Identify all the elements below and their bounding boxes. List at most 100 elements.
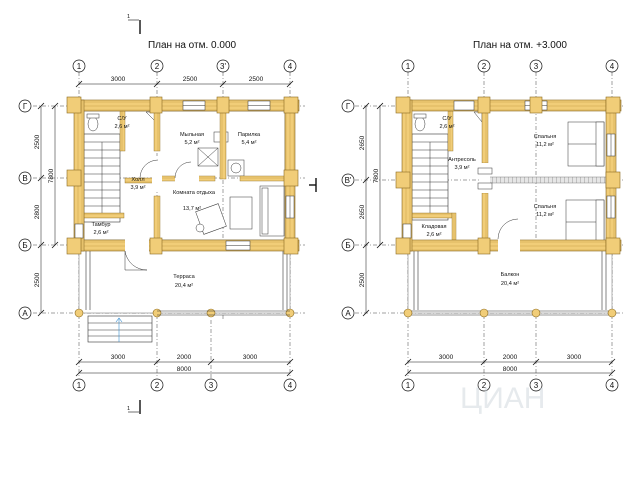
- watermark: ЦИАН: [460, 382, 545, 415]
- col-label: 3: [534, 381, 539, 390]
- dim-text: 2000: [503, 354, 518, 361]
- room-name: Антресоль: [448, 157, 476, 163]
- door-gap: [175, 174, 199, 183]
- room-area: 2,6 м²: [439, 124, 454, 130]
- door-swing: [139, 159, 159, 179]
- balcony-posts: [403, 308, 617, 318]
- col-label: 4: [610, 62, 615, 71]
- room-name: Комната отдыха: [173, 190, 216, 196]
- dim-text: 7800: [48, 168, 55, 183]
- row-label: Б: [345, 241, 350, 250]
- terrace-floor: [78, 244, 291, 314]
- dim-text: 2800: [34, 204, 41, 219]
- staircase: [83, 133, 121, 223]
- room-labels: С/У 2,6 м² Мыльная 5,2 м² Парилка 5,4 м²…: [92, 116, 262, 289]
- balcony-door-gap: [498, 239, 520, 252]
- row-markers: Г В' Б А: [341, 99, 355, 320]
- dim-text: 2500: [183, 76, 198, 83]
- row-label: А: [345, 309, 351, 318]
- dim-text: 3000: [243, 354, 258, 361]
- entrance-steps: [87, 315, 153, 343]
- dim-text: 2500: [249, 76, 264, 83]
- room-labels: С/У 2,6 м² Спальня 11,2 м² Антресоль 3,9…: [421, 116, 556, 287]
- door-swing: [174, 161, 192, 179]
- dimensions-left: 2500 2800 2500 7800: [34, 102, 59, 317]
- room-area: 2,6 м²: [426, 232, 441, 238]
- row-label: Б: [22, 241, 27, 250]
- door-gap: [480, 163, 490, 193]
- log-corners: [395, 96, 621, 255]
- section-marks: [139, 20, 317, 414]
- fixtures: [86, 111, 285, 237]
- room-name: С/У: [117, 116, 127, 122]
- col-label: 1: [77, 62, 82, 71]
- room-name: Холл: [131, 177, 144, 183]
- room-area: 3,9 м²: [454, 165, 469, 171]
- room-name: Тамбур: [92, 222, 111, 228]
- door-leaf: [477, 182, 493, 190]
- column-markers-bottom: 1 2 3 4: [401, 378, 619, 392]
- dimensions-left: 2650 2650 2500 7800: [359, 102, 384, 317]
- dimensions-top: 3000 2500 2500: [75, 76, 294, 88]
- windows: [74, 100, 295, 251]
- room-area: 20,4 м²: [501, 281, 519, 287]
- dim-text: 3000: [111, 354, 126, 361]
- plan-title: План на отм. +3.000: [473, 40, 567, 51]
- room-name: Спальня: [534, 204, 556, 210]
- section-label: 1: [127, 14, 130, 20]
- dim-text: 8000: [503, 366, 518, 373]
- row-label: В': [345, 176, 352, 185]
- room-area: 20,4 м²: [175, 283, 193, 289]
- room-area: 5,2 м²: [184, 140, 199, 146]
- col-label: 3': [220, 62, 226, 71]
- room-area: 5,4 м²: [241, 140, 256, 146]
- dim-text: 2500: [359, 272, 366, 287]
- door-gap: [152, 156, 162, 192]
- col-label: 2: [155, 381, 160, 390]
- dimensions-bottom: 3000 2000 3000 8000: [75, 354, 294, 377]
- room-name: Мыльная: [180, 132, 204, 138]
- plan-ground-floor: План на отм. 0.000 1 2 3' 4: [18, 14, 317, 414]
- room-area: 2,6 м²: [93, 230, 108, 236]
- column-markers-bottom: 1 2 3 4: [72, 378, 297, 392]
- col-label: 4: [610, 381, 615, 390]
- col-label: 2: [482, 62, 487, 71]
- dim-text: 2000: [177, 354, 192, 361]
- plan-title: План на отм. 0.000: [148, 40, 237, 51]
- dim-text: 7800: [373, 168, 380, 183]
- dim-text: 2500: [34, 272, 41, 287]
- dim-text: 2500: [34, 134, 41, 149]
- col-label: 2: [482, 381, 487, 390]
- room-area: 11,2 м²: [536, 212, 554, 218]
- col-label: 1: [406, 62, 411, 71]
- door-swing: [497, 218, 519, 240]
- col-label: 4: [288, 62, 293, 71]
- log-corners: [66, 96, 299, 255]
- dim-text: 2650: [359, 135, 366, 150]
- col-label: 1: [406, 381, 411, 390]
- col-label: 3: [534, 62, 539, 71]
- room-name: Спальня: [534, 134, 556, 140]
- staircase: [411, 133, 449, 221]
- room-name: Кладовая: [421, 224, 446, 230]
- room-area: 11,2 м²: [536, 142, 554, 148]
- row-label: В: [22, 174, 27, 183]
- terrace-railing: [85, 250, 290, 316]
- room-name: С/У: [442, 116, 452, 122]
- col-label: 2: [155, 62, 160, 71]
- entrance-door-gap: [125, 239, 149, 252]
- dim-text: 2650: [359, 204, 366, 219]
- row-label: Г: [346, 102, 351, 111]
- section-label: 1: [127, 406, 130, 412]
- col-label: 3: [209, 381, 214, 390]
- door-leaf: [477, 167, 493, 175]
- dim-text: 3000: [439, 354, 454, 361]
- dim-text: 3000: [111, 76, 126, 83]
- column-markers-top: 1 2 3' 4: [72, 59, 297, 73]
- col-label: 1: [77, 381, 82, 390]
- col-label: 4: [288, 381, 293, 390]
- room-area: 3,9 м²: [130, 185, 145, 191]
- balcony-floor: [407, 244, 613, 314]
- balcony-railing: [408, 250, 612, 316]
